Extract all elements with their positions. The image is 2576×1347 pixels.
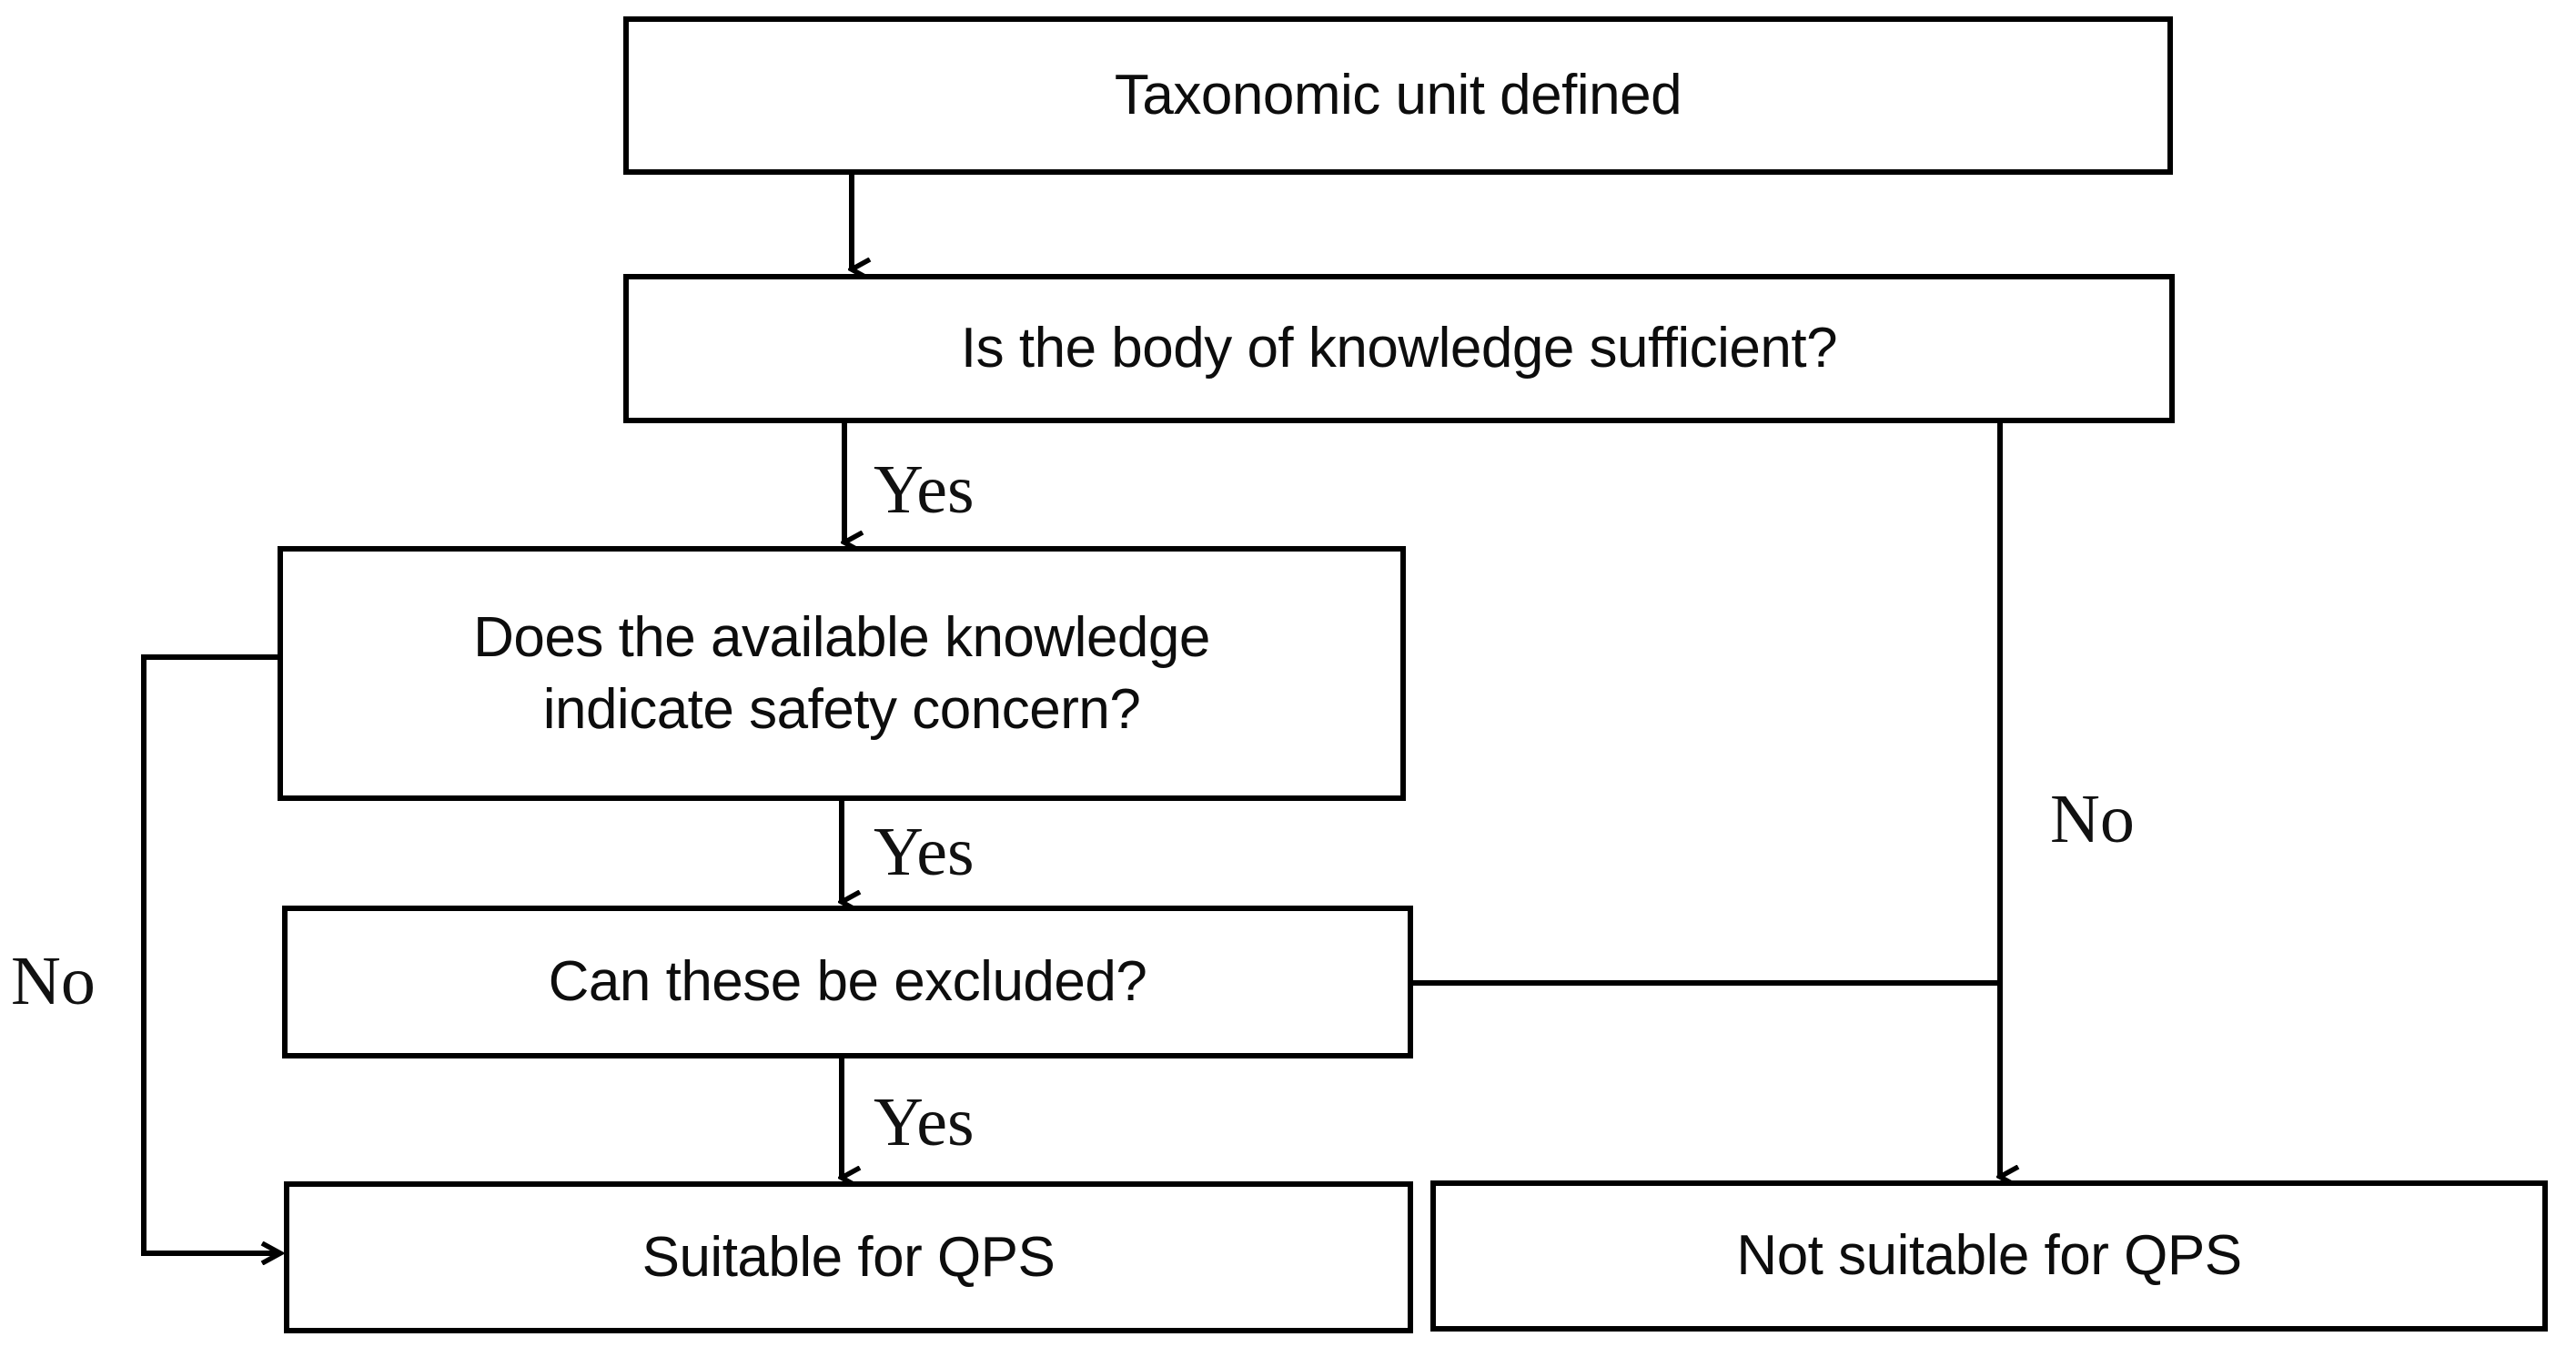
edge-label-yes-safety-concern: Yes <box>874 814 975 890</box>
edge-label-no-left: No <box>11 943 96 1019</box>
node-label: Taxonomic unit defined <box>1114 64 1682 127</box>
node-label: Suitable for QPS <box>641 1225 1056 1289</box>
node-label: Not suitable for QPS <box>1736 1224 2242 1288</box>
node-label: Is the body of knowledge sufficient? <box>960 317 1838 380</box>
edge-label-yes-knowledge-sufficient: Yes <box>874 451 975 528</box>
edge-label-yes-can-exclude: Yes <box>874 1084 975 1160</box>
node-taxonomic-unit-defined[interactable]: Taxonomic unit defined <box>623 16 2173 175</box>
node-label: Does the available knowledge indicate sa… <box>473 605 1210 741</box>
edge-safety-concern-no-to-suitable <box>141 654 280 1253</box>
node-knowledge-indicates-safety-concern[interactable]: Does the available knowledge indicate sa… <box>278 546 1406 801</box>
node-label: Can these be excluded? <box>548 950 1147 1014</box>
node-suitable-for-qps[interactable]: Suitable for QPS <box>284 1181 1413 1333</box>
edge-label-no-right: No <box>2050 781 2135 857</box>
node-can-these-be-excluded[interactable]: Can these be excluded? <box>282 906 1413 1058</box>
node-not-suitable-for-qps[interactable]: Not suitable for QPS <box>1430 1180 2548 1332</box>
node-body-of-knowledge-sufficient[interactable]: Is the body of knowledge sufficient? <box>623 274 2175 423</box>
